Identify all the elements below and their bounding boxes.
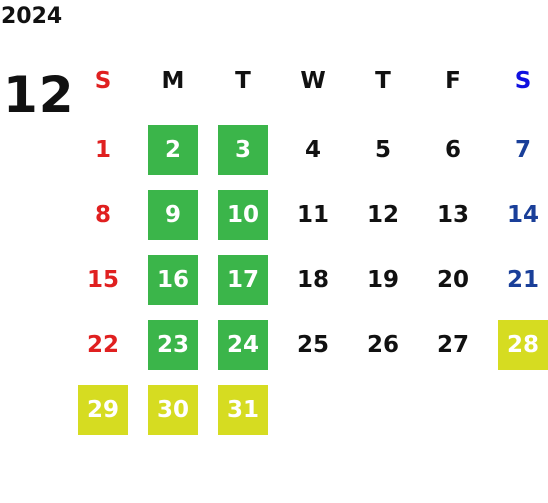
- day-cell[interactable]: 29: [78, 385, 128, 435]
- day-cell[interactable]: 12: [366, 202, 399, 228]
- day-cell[interactable]: 16: [148, 255, 198, 305]
- day-cell[interactable]: 2: [148, 125, 198, 175]
- day-cell[interactable]: 4: [304, 137, 321, 163]
- day-cell[interactable]: 27: [436, 332, 469, 358]
- day-cell[interactable]: 5: [374, 137, 391, 163]
- day-cell[interactable]: 17: [218, 255, 268, 305]
- day-cell[interactable]: 7: [514, 137, 531, 163]
- weekday-header: T: [375, 68, 391, 94]
- weekday-header: W: [300, 68, 326, 94]
- day-cell[interactable]: 18: [296, 267, 329, 293]
- day-cell[interactable]: 8: [94, 202, 111, 228]
- month-number: 12: [3, 66, 75, 124]
- weekday-header: S: [514, 68, 532, 94]
- day-cell[interactable]: 31: [218, 385, 268, 435]
- day-cell[interactable]: 14: [506, 202, 539, 228]
- day-cell[interactable]: 20: [436, 267, 469, 293]
- year-label: 2024: [1, 4, 63, 29]
- weekday-header: T: [235, 68, 251, 94]
- day-cell[interactable]: 9: [148, 190, 198, 240]
- day-cell[interactable]: 3: [218, 125, 268, 175]
- day-cell[interactable]: 6: [444, 137, 461, 163]
- day-cell[interactable]: 15: [86, 267, 119, 293]
- day-cell[interactable]: 28: [498, 320, 548, 370]
- day-cell[interactable]: 22: [86, 332, 119, 358]
- day-cell[interactable]: 23: [148, 320, 198, 370]
- day-cell[interactable]: 19: [366, 267, 399, 293]
- day-cell[interactable]: 1: [94, 137, 111, 163]
- day-cell[interactable]: 24: [218, 320, 268, 370]
- day-cell[interactable]: 30: [148, 385, 198, 435]
- weekday-header: F: [445, 68, 461, 94]
- weekday-header: S: [94, 68, 112, 94]
- day-cell[interactable]: 13: [436, 202, 469, 228]
- day-cell[interactable]: 11: [296, 202, 329, 228]
- day-cell[interactable]: 21: [506, 267, 539, 293]
- weekday-header: M: [161, 68, 185, 94]
- day-cell[interactable]: 10: [218, 190, 268, 240]
- day-cell[interactable]: 25: [296, 332, 329, 358]
- day-cell[interactable]: 26: [366, 332, 399, 358]
